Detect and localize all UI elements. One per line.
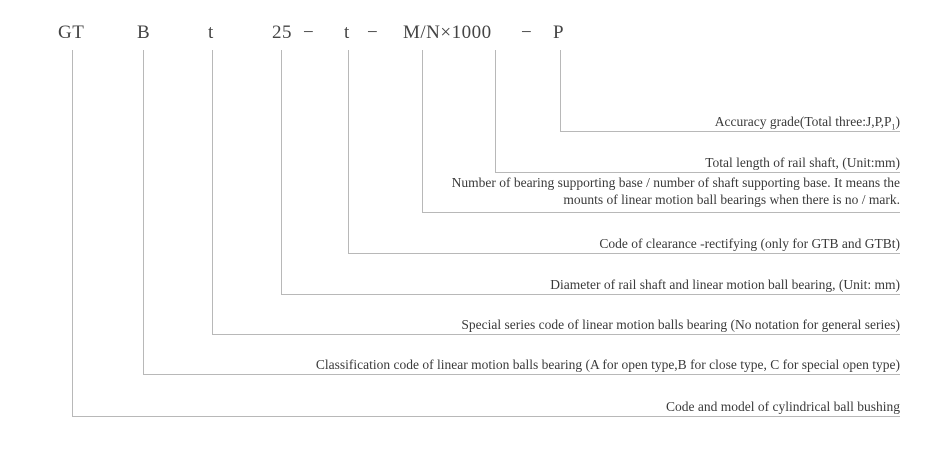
leader-horizontal-accuracy [560,131,900,132]
code-part-dash3: − [521,22,533,43]
code-part-t2: t [344,22,350,43]
leader-horizontal-length [495,172,900,173]
annotation-text: Code and model of cylindrical ball bushi… [666,399,900,414]
code-part-gt: GT [58,22,85,43]
leader-horizontal-classification [143,374,900,375]
leader-vertical-diameter [281,50,282,294]
annotation-model: Code and model of cylindrical ball bushi… [666,398,900,415]
leader-vertical-supports [422,50,423,212]
leader-vertical-length [495,50,496,172]
annotation-text: Diameter of rail shaft and linear motion… [550,277,900,292]
code-part-b: B [137,22,151,43]
leader-vertical-model [72,50,73,416]
annotation-length: Total length of rail shaft, (Unit:mm) [705,154,900,171]
leader-vertical-accuracy [560,50,561,131]
annotation-text: Classification code of linear motion bal… [315,357,900,372]
code-part-t1: t [208,22,214,43]
annotation-text: Special series code of linear motion bal… [461,317,900,332]
code-part-dash1: − [303,22,315,43]
leader-vertical-classification [143,50,144,374]
leader-horizontal-clearance [348,253,900,254]
annotation-accuracy: Accuracy grade(Total three:J,P,P1) [715,113,900,136]
leader-vertical-special [212,50,213,334]
annotation-clearance: Code of clearance -rectifying (only for … [599,235,900,252]
annotation-text: Total length of rail shaft, (Unit:mm) [705,155,900,170]
annotation-special: Special series code of linear motion bal… [461,316,900,333]
annotation-text: Number of bearing supporting base / numb… [451,175,900,207]
leader-horizontal-supports [422,212,900,213]
leader-horizontal-special [212,334,900,335]
code-part-p: P [553,22,565,43]
annotation-supports: Number of bearing supporting base / numb… [440,174,900,208]
annotation-diameter: Diameter of rail shaft and linear motion… [550,276,900,293]
annotation-suffix: ) [895,114,901,129]
code-part-size: 25 [272,22,292,43]
annotation-classification: Classification code of linear motion bal… [316,356,900,373]
leader-vertical-clearance [348,50,349,253]
leader-horizontal-model [72,416,900,417]
code-part-mn: M/N×1000 [403,22,492,43]
code-part-dash2: − [367,22,379,43]
leader-horizontal-diameter [281,294,900,295]
subscript: 1 [891,122,896,132]
annotation-text: Accuracy grade(Total three:J,P,P [714,114,892,129]
annotation-text: Code of clearance -rectifying (only for … [599,236,900,251]
